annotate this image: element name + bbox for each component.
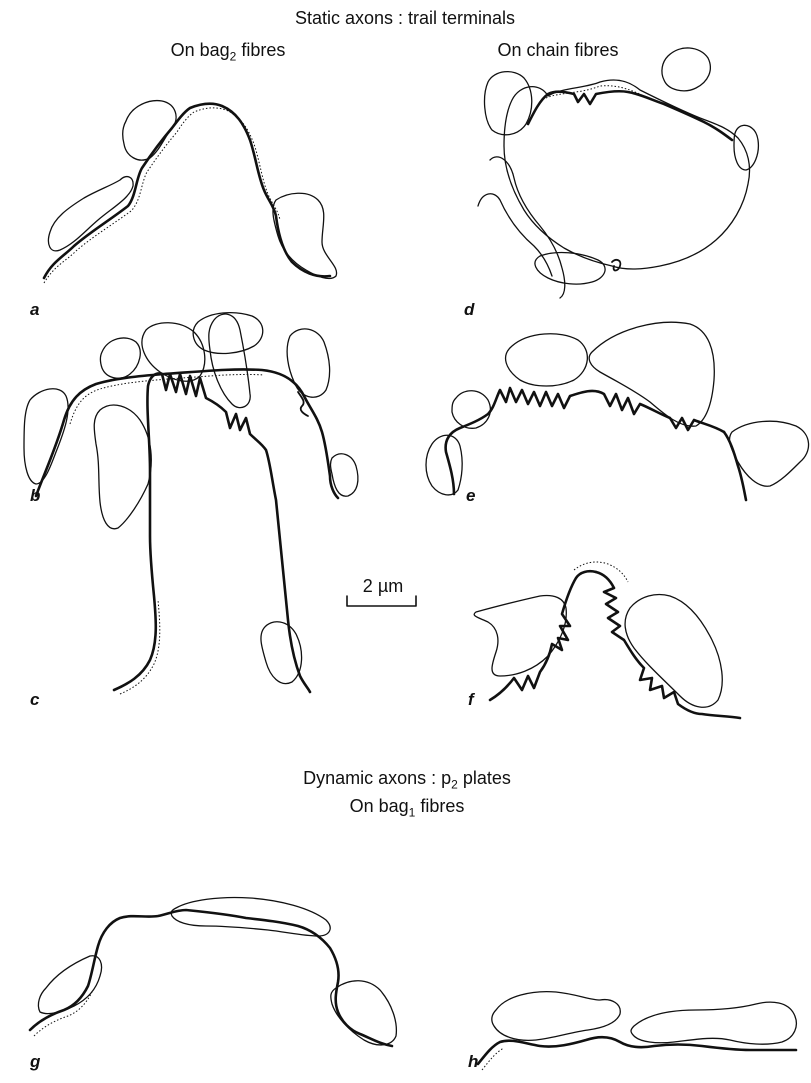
nucleus-f2 xyxy=(625,595,722,708)
nucleus-h1 xyxy=(492,992,620,1041)
nucleus-e1 xyxy=(506,334,588,386)
muscle-fibre-d xyxy=(504,80,750,269)
panel-c xyxy=(94,314,310,694)
nucleus-c2 xyxy=(209,314,250,408)
panel-h xyxy=(478,992,796,1070)
panel-b xyxy=(24,313,358,498)
panel-e xyxy=(426,322,809,500)
nucleus-h2 xyxy=(631,1002,796,1044)
nucleus-c3 xyxy=(94,405,151,529)
nucleus-b1 xyxy=(101,338,141,378)
terminal-e xyxy=(446,388,724,494)
fibre-edge-d2 xyxy=(478,194,552,276)
membrane-h xyxy=(482,1048,504,1070)
fold-d-bottom xyxy=(612,260,620,271)
nucleus-c4 xyxy=(261,622,302,684)
scale-bar xyxy=(347,596,416,606)
membrane-g xyxy=(34,992,92,1036)
nucleus-d3 xyxy=(734,125,758,170)
terminal-c-visible xyxy=(114,374,310,693)
nucleus-d1 xyxy=(485,72,532,135)
nucleus-d4 xyxy=(535,253,605,285)
terminal-e-tail xyxy=(724,432,746,500)
panel-f xyxy=(474,562,740,718)
terminal-f-right xyxy=(596,572,740,718)
nucleus-b3 xyxy=(287,329,330,397)
nucleus-b5 xyxy=(331,454,358,496)
panel-g xyxy=(30,897,396,1046)
panel-d xyxy=(478,48,758,298)
nucleus-g2 xyxy=(38,956,101,1014)
nucleus-a3 xyxy=(273,193,337,278)
nucleus-a1 xyxy=(123,101,176,160)
terminal-a xyxy=(44,104,330,278)
terminal-g xyxy=(30,910,392,1046)
nucleus-d2 xyxy=(662,48,710,91)
panel-a xyxy=(44,101,337,283)
membrane-a xyxy=(44,108,280,283)
terminal-d xyxy=(528,91,732,140)
nucleus-e4 xyxy=(426,435,462,495)
terminal-h xyxy=(478,1037,796,1064)
terminal-f-left xyxy=(490,571,596,700)
fibre-edge-d xyxy=(490,157,565,298)
nucleus-f1 xyxy=(474,596,566,677)
